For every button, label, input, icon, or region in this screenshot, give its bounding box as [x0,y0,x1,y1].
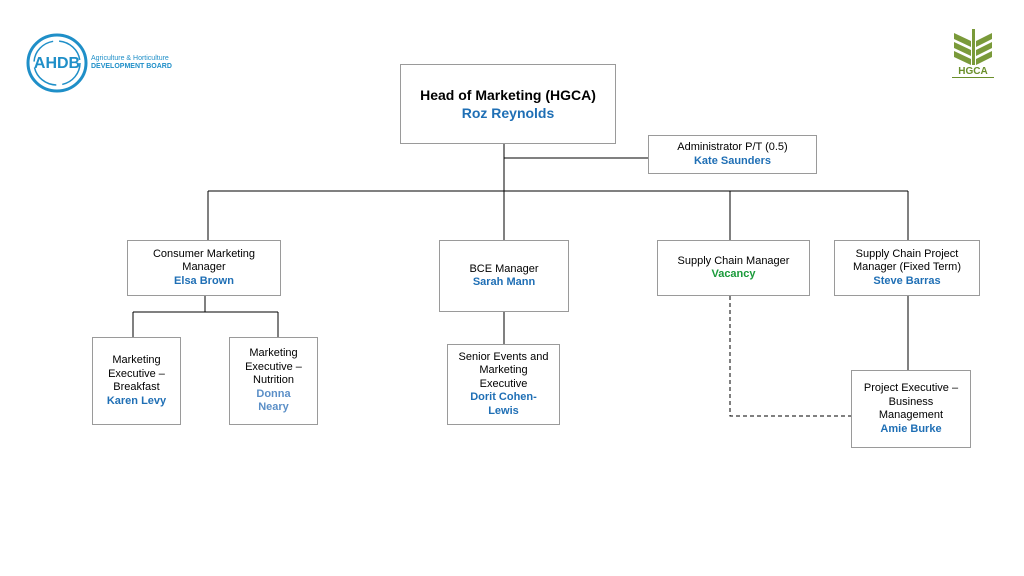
person-name: Vacancy [711,268,756,280]
role-label: Supply Chain Project Manager (Fixed Term… [853,247,961,274]
role-label: Project Executive – Business Management [863,382,959,421]
person-name: Karen Levy [106,394,167,407]
role-label: Head of Marketing (HGCA) [420,87,596,103]
bce-manager-box: BCE Manager Sarah Mann [439,240,569,312]
ahdb-wordmark: Agriculture & Horticulture DEVELOPMENT B… [91,55,172,71]
role-label: Senior Events and Marketing Executive [458,350,549,390]
person-name: Dorit Cohen-Lewis [470,391,537,417]
person-name: Kate Saunders [693,154,772,167]
ahdb-line-1: Agriculture & Horticulture [91,55,169,62]
person-name: Donna Neary [256,387,291,414]
role-label: Marketing Executive – Nutrition [245,347,302,387]
role-label: BCE Manager [469,262,539,275]
person-name: Steve Barras [873,274,941,287]
marketing-executive-nutrition-box: Marketing Executive – Nutrition Donna Ne… [229,337,318,425]
role-label: Marketing Executive – Breakfast [108,354,165,393]
person-name: Elsa Brown [174,274,234,287]
ahdb-mark: AHDB [34,55,80,72]
ahdb-logo: AHDB [26,33,88,93]
role-label: Administrator P/T (0.5) [677,141,788,153]
role-label: Supply Chain Manager [677,254,790,267]
person-name: Amie Burke [880,422,942,435]
hgca-wheat-icon [954,29,992,65]
supply-chain-project-manager-box: Supply Chain Project Manager (Fixed Term… [834,240,980,296]
ahdb-line-2: DEVELOPMENT BOARD [91,63,172,70]
hgca-mark: HGCA [952,66,994,78]
role-label: Consumer Marketing Manager [152,247,256,274]
project-executive-box: Project Executive – Business Management … [851,370,971,448]
marketing-executive-breakfast-box: Marketing Executive – Breakfast Karen Le… [92,337,181,425]
supply-chain-manager-box: Supply Chain Manager Vacancy [657,240,810,296]
person-name: Roz Reynolds [461,105,555,121]
head-of-marketing-box: Head of Marketing (HGCA) Roz Reynolds [400,64,616,144]
administrator-box: Administrator P/T (0.5) Kate Saunders [648,135,817,174]
person-name: Sarah Mann [472,276,536,288]
consumer-marketing-manager-box: Consumer Marketing Manager Elsa Brown [127,240,281,296]
senior-events-executive-box: Senior Events and Marketing Executive Do… [447,344,560,425]
